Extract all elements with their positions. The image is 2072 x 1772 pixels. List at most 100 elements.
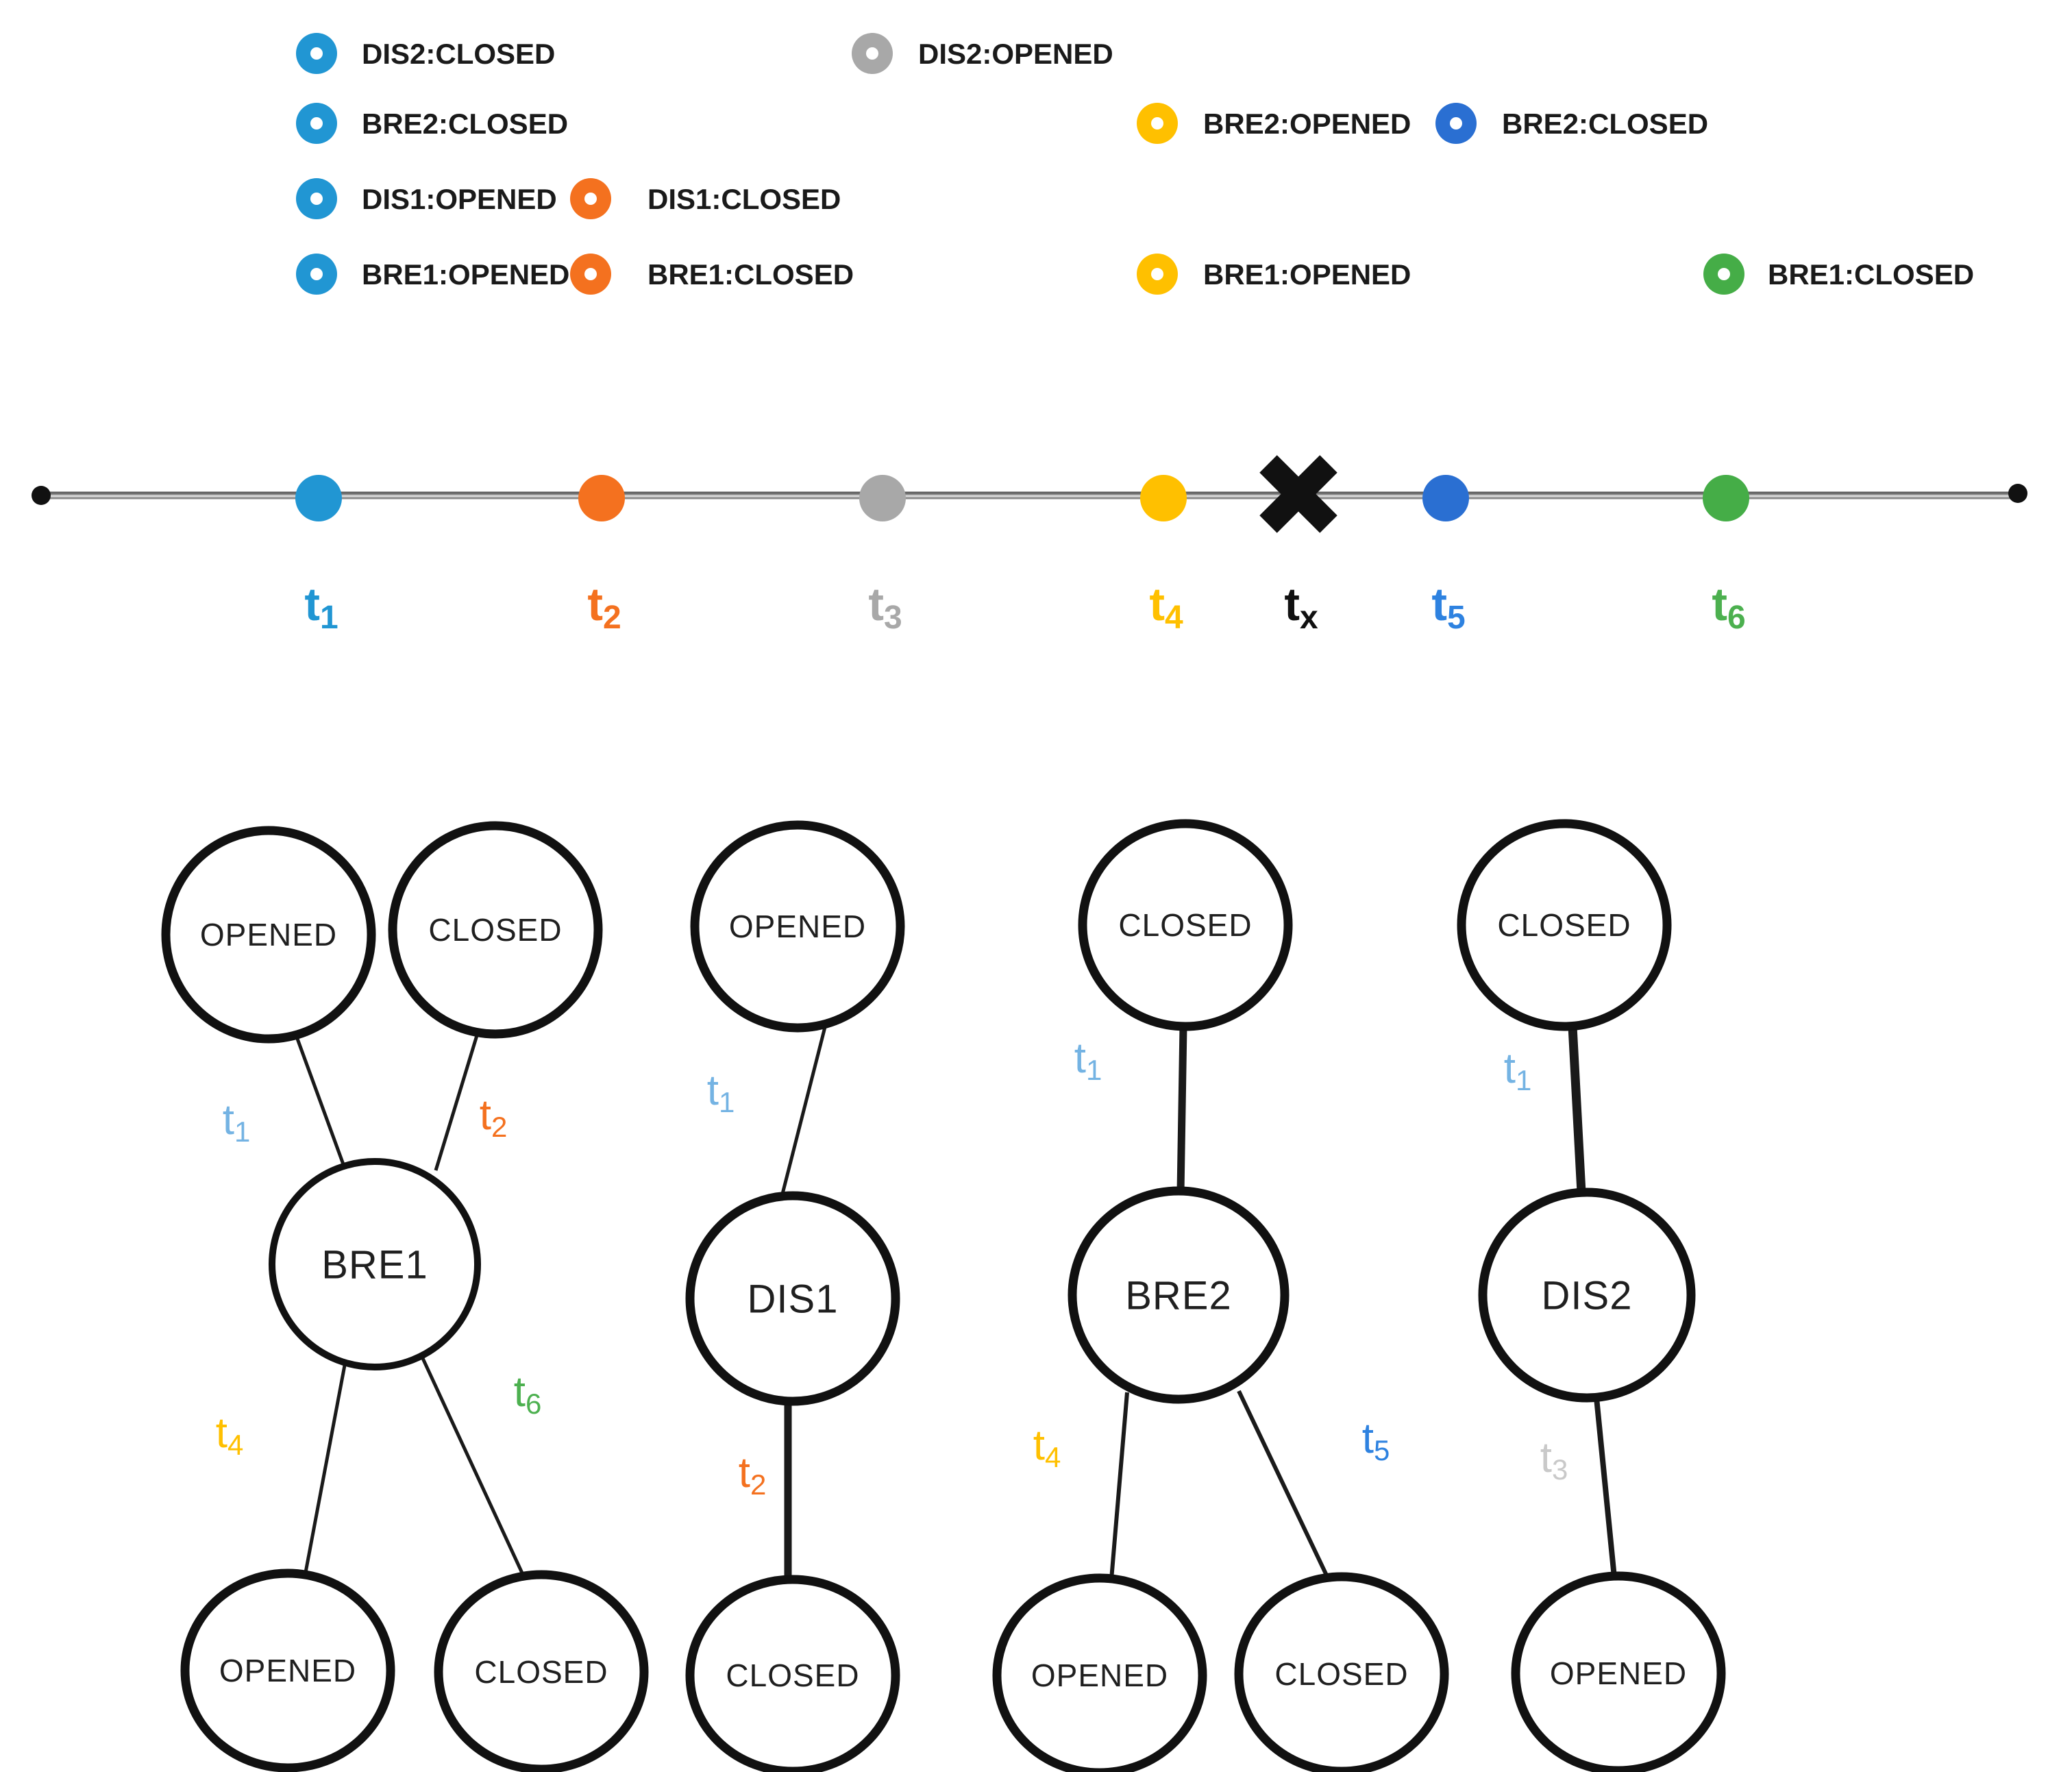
node-circle — [992, 1573, 1207, 1772]
timeline-dot-marker-t4 — [1140, 475, 1187, 521]
tree-edge-label-dis1-t2: t2 — [739, 1449, 767, 1501]
legend-item-bre2-closed: BRE2:CLOSED — [1435, 103, 1708, 144]
timeline-dot-marker-t1 — [295, 475, 342, 521]
tree-edge-label-bre1-t1: t1 — [223, 1096, 251, 1148]
node-circle — [161, 826, 376, 1044]
timeline-event-t2: t2 — [578, 475, 625, 636]
timeline-label-t2: t2 — [587, 578, 621, 636]
timeline-start-endpoint — [32, 486, 51, 505]
timeline-dot-marker-t2 — [578, 475, 625, 521]
node-circle — [685, 1191, 900, 1406]
legend-item-dis1-closed: DIS1:CLOSED — [570, 178, 841, 219]
node-circle — [180, 1568, 395, 1772]
node-circle — [434, 1570, 649, 1772]
node-circle — [685, 1575, 900, 1772]
legend-dot-core — [584, 268, 597, 280]
node-label: OPENED — [219, 1653, 356, 1688]
legend-item-dis2-closed: DIS2:CLOSED — [296, 33, 555, 74]
legend-label: BRE2:CLOSED — [362, 108, 568, 140]
tree-edge-label-bre1-t4: t4 — [216, 1410, 244, 1461]
legend-item-dis1-opened: DIS1:OPENED — [296, 178, 557, 219]
node-bre1-closed_top: CLOSED — [388, 821, 603, 1039]
timeline-label-t5: t5 — [1431, 578, 1465, 636]
legend-label: BRE2:OPENED — [1203, 108, 1411, 140]
node-label: BRE1 — [321, 1242, 428, 1287]
tree-edge-label-bre2-t4: t4 — [1033, 1422, 1061, 1473]
timeline-event-tx: tx — [1259, 455, 1337, 636]
legend-dot-core — [310, 268, 323, 280]
timeline-event-t5: t5 — [1422, 475, 1469, 636]
timeline-event-t4: t4 — [1140, 475, 1187, 636]
tree-edge-bre1-t1 — [293, 1031, 348, 1172]
legend-item-bre1-opened: BRE1:OPENED — [296, 254, 569, 295]
tree-edge-bre1-t2 — [434, 1026, 482, 1171]
node-bre1-opened_top: OPENED — [161, 826, 376, 1044]
tree-edge-bre1-t4 — [303, 1357, 348, 1577]
node-circle — [1511, 1571, 1726, 1772]
node-circle — [269, 1158, 481, 1370]
node-circle — [1234, 1572, 1449, 1772]
legend-dot-core — [310, 117, 323, 130]
timeline-end-endpoint — [2008, 484, 2027, 503]
timeline-dot-marker-t3 — [859, 475, 906, 521]
timeline-event-t1: t1 — [295, 475, 342, 636]
node-bre2-closed_top: CLOSED — [1078, 819, 1293, 1031]
timeline-dot-marker-t5 — [1422, 475, 1469, 521]
tree-edge-bre2-t1 — [1176, 1026, 1187, 1193]
tree-edge-label-dis2-t1: t1 — [1504, 1045, 1532, 1096]
legend-label: BRE1:OPENED — [1203, 258, 1411, 291]
node-dis2-root: DIS2 — [1478, 1188, 1696, 1403]
node-circle — [388, 821, 603, 1039]
node-circle — [1457, 819, 1672, 1031]
node-circle — [1068, 1186, 1290, 1404]
node-bre1-root: BRE1 — [269, 1158, 481, 1370]
tree-edge-bre1-t6 — [419, 1354, 526, 1579]
legend: DIS2:CLOSED DIS2:OPENED BRE2:CLOSED BRE2:OP… — [296, 33, 1974, 295]
tree-edge-label-bre2-t1: t1 — [1074, 1035, 1102, 1086]
node-circle — [1078, 819, 1293, 1031]
legend-label: BRE1:CLOSED — [1768, 258, 1974, 291]
node-label: CLOSED — [1274, 1656, 1408, 1692]
tree-edge-bre2-t5 — [1237, 1390, 1330, 1579]
legend-item-bre1-opened: BRE1:OPENED — [1137, 254, 1411, 295]
node-dis2-closed_top: CLOSED — [1457, 819, 1672, 1031]
node-label: DIS1 — [748, 1277, 839, 1321]
timeline-cross-marker-icon — [1259, 455, 1337, 533]
node-bre1-opened_bot: OPENED — [180, 1568, 395, 1772]
node-dis2-opened_bot: OPENED — [1511, 1571, 1726, 1772]
tree-edge-label-bre2-t5: t5 — [1362, 1415, 1390, 1466]
timeline-event-t3: t3 — [859, 475, 906, 636]
legend-dot-core — [1151, 268, 1163, 280]
legend-dot-core — [1718, 268, 1730, 280]
tree-edge-label-dis2-t3: t3 — [1540, 1434, 1568, 1486]
legend-label: DIS2:OPENED — [918, 38, 1113, 70]
node-label: CLOSED — [1118, 907, 1252, 943]
tree-edge-dis2-t3 — [1594, 1397, 1617, 1578]
legend-label: BRE1:OPENED — [362, 258, 569, 291]
legend-item-dis2-opened: DIS2:OPENED — [852, 33, 1113, 74]
timeline-label-tx: tx — [1284, 578, 1318, 636]
node-label: OPENED — [1031, 1658, 1168, 1693]
legend-dot-core — [310, 193, 323, 205]
node-label: OPENED — [729, 909, 866, 944]
node-label: DIS2 — [1542, 1273, 1633, 1318]
legend-label: BRE1:CLOSED — [648, 258, 854, 291]
tree-edge-bre2-t4 — [1109, 1392, 1129, 1580]
node-bre2-root: BRE2 — [1068, 1186, 1290, 1404]
legend-label: DIS2:CLOSED — [362, 38, 555, 70]
node-label: CLOSED — [428, 912, 562, 948]
timeline-dot-marker-t6 — [1703, 475, 1749, 521]
legend-item-bre1-closed: BRE1:CLOSED — [1703, 254, 1974, 295]
tree-edge-label-dis1-t1: t1 — [707, 1067, 735, 1118]
node-bre2-closed_bot: CLOSED — [1234, 1572, 1449, 1772]
node-bre1-closed_bot: CLOSED — [434, 1570, 649, 1772]
node-dis1-closed_bot: CLOSED — [685, 1575, 900, 1772]
node-label: BRE2 — [1125, 1273, 1232, 1318]
tree-edge-dis2-t1 — [1568, 1026, 1586, 1193]
node-label: CLOSED — [726, 1658, 859, 1693]
